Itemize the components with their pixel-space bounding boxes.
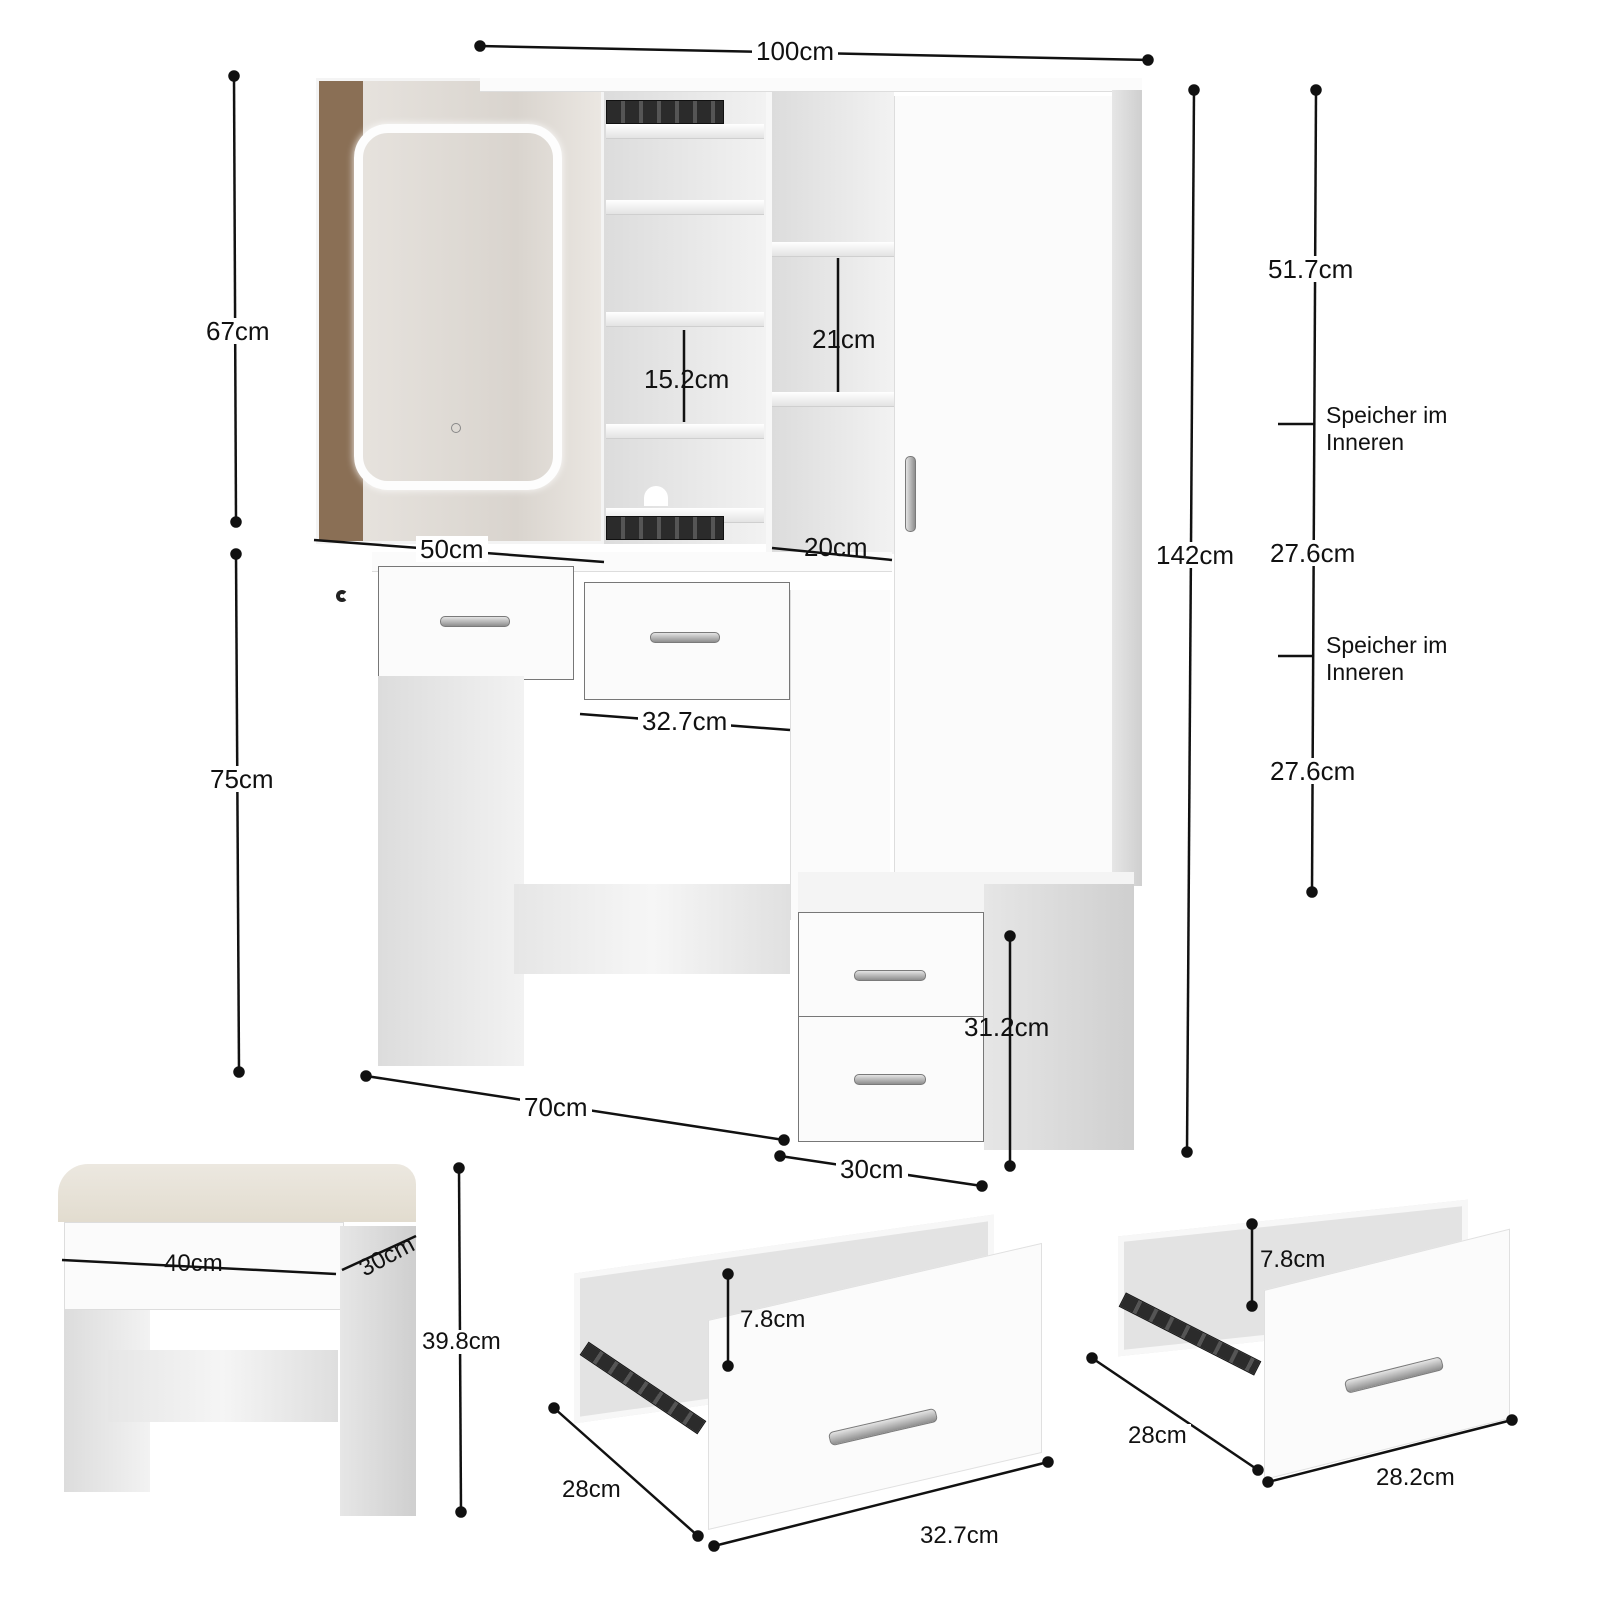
mirror-height-label: 67cm	[202, 318, 274, 344]
cabinet-top-height-label: 51.7cm	[1264, 256, 1358, 282]
shelf-depth-label: 20cm	[804, 532, 868, 562]
drawer-front-lower-1	[798, 912, 984, 1022]
shelf	[606, 200, 764, 215]
shelf	[606, 312, 764, 327]
mirror-width-label: 50cm	[416, 536, 488, 562]
stool-stretcher	[108, 1350, 338, 1422]
drawer-small-depth-label: 7.8cm	[1260, 1246, 1326, 1273]
drawer-large-length-label: 28cm	[558, 1478, 625, 1502]
cabinet-handle	[905, 456, 916, 532]
tall-cabinet-side	[1112, 90, 1142, 886]
drawer-slide-rail-bottom	[606, 516, 724, 540]
knee-space-width-label: 32.7cm	[638, 708, 732, 734]
drawer-large-depth-label: 7.8cm	[740, 1306, 806, 1333]
drawer-large-width-label: 32.7cm	[916, 1524, 1003, 1548]
touch-switch-icon	[451, 423, 461, 433]
drawer-small-length-label: 28cm	[1124, 1424, 1191, 1448]
drawer-handle	[650, 632, 720, 643]
left-leg-panel	[378, 676, 524, 1066]
stool-height-label: 39.8cm	[418, 1330, 505, 1354]
cabinet-bottom-height-label: 27.6cm	[1266, 758, 1360, 784]
drawer-handle	[440, 616, 510, 627]
drawer-small-width-label: 28.2cm	[1372, 1466, 1459, 1490]
shelf	[606, 124, 764, 139]
depth-label: 30cm	[836, 1156, 908, 1182]
table-height-label: 75cm	[206, 766, 278, 792]
stool-side	[340, 1226, 416, 1516]
hutch-top	[480, 78, 1142, 92]
cable-hole	[644, 486, 668, 506]
drawer-handle	[854, 1074, 926, 1085]
drawer-slide-rail-top	[606, 100, 724, 124]
shelf	[606, 424, 764, 439]
shelf	[772, 242, 894, 257]
cabinet-mid-height-label: 27.6cm	[1266, 540, 1360, 566]
shelf	[772, 392, 894, 407]
stool-cushion	[58, 1164, 416, 1222]
hook-icon	[336, 590, 348, 602]
shelf-spacing-mid-label: 21cm	[812, 324, 876, 354]
stool-width-label: 40cm	[164, 1250, 223, 1277]
overall-height-label: 142cm	[1152, 542, 1239, 568]
divider	[766, 92, 772, 554]
led-light-frame	[354, 124, 562, 490]
drawer-unit-height-label: 31.2cm	[964, 1012, 1050, 1042]
shelf-column-middle	[772, 92, 894, 554]
center-support	[790, 590, 890, 920]
drawer-handle	[854, 970, 926, 981]
tall-cabinet-door	[894, 96, 1112, 886]
overall-width-label: 100cm	[752, 38, 839, 64]
back-stretcher	[514, 884, 790, 974]
table-width-label: 70cm	[520, 1094, 592, 1120]
shelf-spacing-small-label: 15.2cm	[644, 364, 730, 394]
